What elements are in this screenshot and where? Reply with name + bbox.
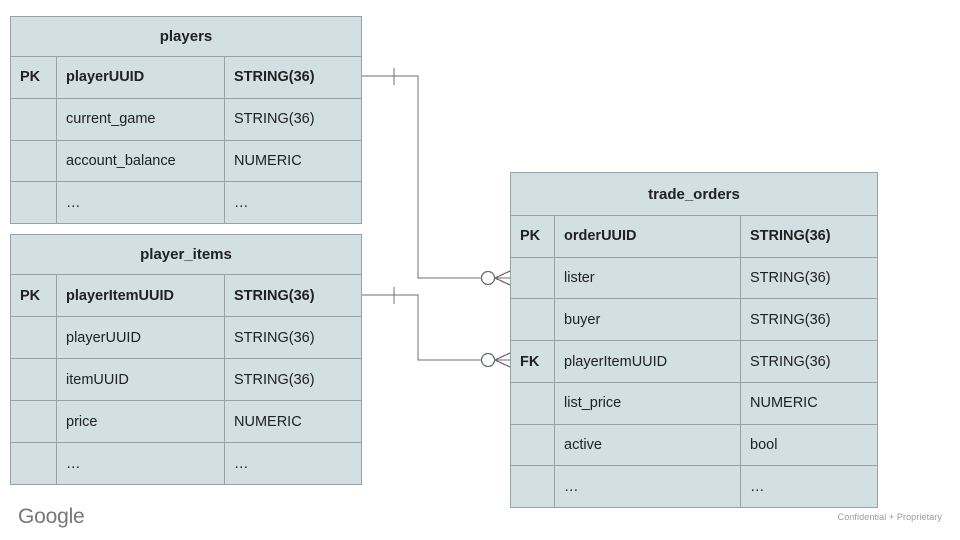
- table-row[interactable]: … …: [11, 182, 361, 223]
- table-row[interactable]: FK playerItemUUID STRING(36): [511, 341, 877, 383]
- row-type: STRING(36): [750, 353, 831, 370]
- row-name: buyer: [555, 299, 741, 341]
- table-row[interactable]: PK playerItemUUID STRING(36): [11, 275, 361, 317]
- table-row[interactable]: PK playerUUID STRING(36): [11, 57, 361, 99]
- row-type: …: [234, 194, 250, 211]
- row-name: price: [57, 401, 225, 442]
- row-type: STRING(36): [750, 311, 831, 328]
- row-type: NUMERIC: [234, 413, 302, 430]
- row-name: playerItemUUID: [555, 341, 741, 382]
- google-logo: Google: [18, 505, 85, 528]
- relationship-players-trade-orders: [362, 68, 511, 286]
- row-name: playerUUID: [57, 57, 225, 98]
- table-title-trade-orders: trade_orders: [511, 173, 877, 216]
- row-name: list_price: [555, 382, 741, 424]
- table-row[interactable]: lister STRING(36): [511, 257, 877, 300]
- relationship-player-items-trade-orders: [362, 287, 511, 368]
- row-name: lister: [555, 257, 741, 299]
- table-row[interactable]: … …: [511, 466, 877, 508]
- row-name: itemUUID: [57, 359, 225, 400]
- table-row[interactable]: buyer STRING(36): [511, 299, 877, 342]
- connector-line-2: [362, 294, 482, 361]
- row-name: …: [57, 182, 225, 223]
- row-name: current_game: [57, 98, 225, 140]
- row-type: STRING(36): [750, 228, 831, 245]
- row-key: [511, 299, 555, 341]
- cardinality-zero-circle-1: [480, 270, 496, 286]
- table-row[interactable]: account_balance NUMERIC: [11, 140, 361, 183]
- row-key: FK: [511, 341, 555, 382]
- row-type: STRING(36): [234, 329, 315, 346]
- row-name: orderUUID: [555, 216, 741, 257]
- row-key: [511, 257, 555, 299]
- row-key: [11, 98, 57, 140]
- row-key: [11, 401, 57, 442]
- row-type: NUMERIC: [750, 395, 818, 412]
- row-type: …: [750, 478, 766, 495]
- table-title-players: players: [11, 17, 361, 57]
- row-name: …: [57, 443, 225, 484]
- confidentiality-note: Confidential + Proprietary: [837, 512, 942, 522]
- entity-table-players[interactable]: players PK playerUUID STRING(36) current…: [10, 16, 362, 224]
- table-row[interactable]: current_game STRING(36): [11, 98, 361, 141]
- connector-line-1: [362, 75, 482, 279]
- crows-foot-2: [494, 352, 511, 368]
- table-row[interactable]: list_price NUMERIC: [511, 382, 877, 425]
- row-key: [511, 382, 555, 424]
- row-type: NUMERIC: [234, 152, 302, 169]
- row-type: STRING(36): [234, 371, 315, 388]
- row-type: STRING(36): [234, 69, 315, 86]
- table-row[interactable]: active bool: [511, 424, 877, 467]
- row-key: [511, 424, 555, 466]
- entity-table-trade-orders[interactable]: trade_orders PK orderUUID STRING(36) lis…: [510, 172, 878, 508]
- table-row[interactable]: PK orderUUID STRING(36): [511, 216, 877, 258]
- table-row[interactable]: … …: [11, 443, 361, 484]
- row-key: [11, 443, 57, 484]
- row-name: account_balance: [57, 140, 225, 182]
- row-key: [11, 359, 57, 400]
- entity-table-player-items[interactable]: player_items PK playerItemUUID STRING(36…: [10, 234, 362, 485]
- row-key: [11, 182, 57, 223]
- table-row[interactable]: playerUUID STRING(36): [11, 317, 361, 359]
- row-key: PK: [11, 57, 57, 98]
- table-title-player-items: player_items: [11, 235, 361, 275]
- row-key: [511, 466, 555, 508]
- table-row[interactable]: itemUUID STRING(36): [11, 359, 361, 401]
- row-key: [11, 317, 57, 358]
- table-row[interactable]: price NUMERIC: [11, 401, 361, 443]
- row-type: STRING(36): [234, 287, 315, 304]
- row-name: …: [555, 466, 741, 508]
- row-type: STRING(36): [234, 111, 315, 128]
- row-name: active: [555, 424, 741, 466]
- row-name: playerUUID: [57, 317, 225, 358]
- row-type: bool: [750, 436, 778, 453]
- row-key: PK: [511, 216, 555, 257]
- row-key: [11, 140, 57, 182]
- row-type: STRING(36): [750, 270, 831, 287]
- row-name: playerItemUUID: [57, 275, 225, 316]
- row-key: PK: [11, 275, 57, 316]
- cardinality-zero-circle-2: [480, 352, 496, 368]
- row-type: …: [234, 455, 250, 472]
- crows-foot-1: [494, 270, 511, 286]
